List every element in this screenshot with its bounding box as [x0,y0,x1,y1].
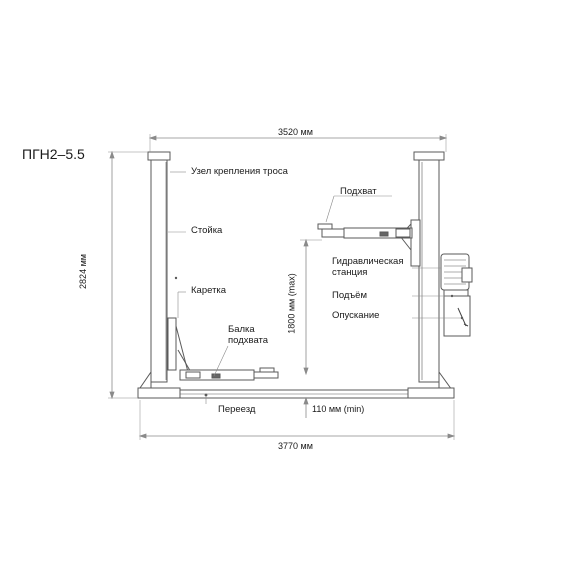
dimension-lines [108,134,456,440]
upper-arm [317,223,413,239]
hydraulic-unit [440,253,473,337]
base-width-dim: 3770 мм [278,441,313,451]
label-column: Стойка [191,225,223,236]
label-raise: Подъём [332,290,367,301]
label-arm-beam: Балка подхвата [228,324,269,346]
model-title: ПГН2–5.5 [22,146,85,162]
label-lift-pad: Подхват [340,186,377,197]
height-dim: 2824 мм [77,254,88,289]
leader-lines [168,171,462,404]
label-crossover: Переезд [218,404,256,415]
lower-arm [179,367,279,381]
label-carriage: Каретка [191,285,227,296]
label-lower: Опускание [332,310,380,321]
left-column [137,151,193,399]
lift-height-dim: 1800 мм (max) [286,273,297,334]
min-height-dim: 110 мм (min) [312,404,365,414]
overall-width-dim: 3520 мм [278,127,313,137]
label-hydraulic-station: Гидравлическая станция [332,256,404,278]
label-cable-mount: Узел крепления троса [191,166,288,177]
